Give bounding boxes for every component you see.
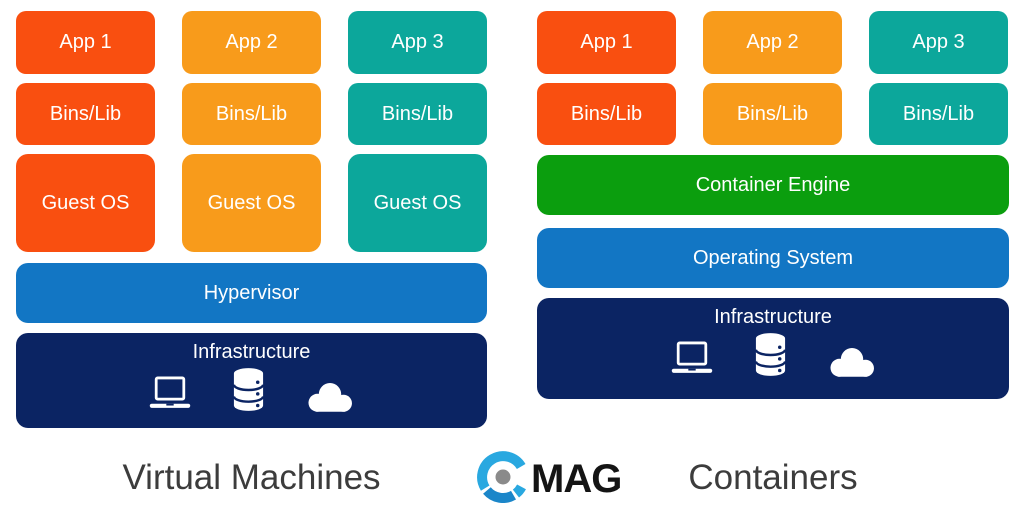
container-app-box: App 3 [869, 11, 1008, 74]
vm-app-box: App 2 [182, 11, 321, 74]
laptop-icon [669, 341, 715, 378]
laptop-icon [147, 376, 193, 413]
vm-caption: Virtual Machines [122, 458, 381, 497]
container-bins-box: Bins/Lib [703, 83, 842, 145]
database-icon [753, 332, 788, 378]
vm-bins-box: Bins/Lib [182, 83, 321, 145]
cmag-logo-icon [477, 450, 529, 508]
infrastructure-icons [147, 367, 356, 413]
vm-grid: App 1 App 2 App 3 Bins/Lib Bins/Lib Bins… [16, 11, 487, 252]
cmag-logo: MAG [477, 450, 622, 508]
hypervisor-bar: Hypervisor [16, 263, 487, 323]
cloud-icon [304, 380, 356, 413]
containers-grid: App 1 App 2 App 3 Bins/Lib Bins/Lib Bins… [537, 11, 1009, 145]
infrastructure-icons [669, 332, 878, 378]
vm-app-box: App 3 [348, 11, 487, 74]
containers-stack: App 1 App 2 App 3 Bins/Lib Bins/Lib Bins… [537, 11, 1009, 399]
vm-infrastructure-bar: Infrastructure [16, 333, 487, 428]
infrastructure-label: Infrastructure [192, 341, 311, 363]
containers-caption: Containers [688, 458, 858, 497]
vm-guest-os-box: Guest OS [348, 154, 487, 252]
vm-guest-os-box: Guest OS [182, 154, 321, 252]
vm-app-box: App 1 [16, 11, 155, 74]
vm-bins-box: Bins/Lib [16, 83, 155, 145]
operating-system-bar: Operating System [537, 228, 1009, 288]
database-icon [231, 367, 266, 413]
container-bins-box: Bins/Lib [537, 83, 676, 145]
container-app-box: App 2 [703, 11, 842, 74]
infrastructure-label: Infrastructure [714, 306, 832, 328]
container-engine-bar: Container Engine [537, 155, 1009, 215]
containers-infrastructure-bar: Infrastructure [537, 298, 1009, 399]
vm-stack: App 1 App 2 App 3 Bins/Lib Bins/Lib Bins… [16, 11, 487, 428]
cloud-icon [826, 345, 878, 378]
container-bins-box: Bins/Lib [869, 83, 1008, 145]
vm-guest-os-box: Guest OS [16, 154, 155, 252]
cmag-logo-wordmark: MAG [531, 456, 622, 501]
vm-bins-box: Bins/Lib [348, 83, 487, 145]
container-app-box: App 1 [537, 11, 676, 74]
